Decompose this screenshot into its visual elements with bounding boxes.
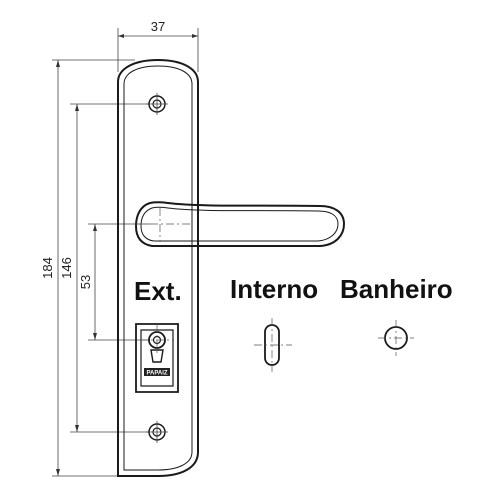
banheiro-round-icon <box>378 320 414 356</box>
screw-spacing-dimension: 146 <box>59 103 150 433</box>
label-banheiro: Banheiro <box>340 274 453 304</box>
width-dimension-value: 37 <box>151 19 165 34</box>
top-screw-icon <box>146 93 168 115</box>
backplate <box>117 58 199 477</box>
bottom-screw-icon <box>146 421 168 443</box>
overall-height-value: 184 <box>40 257 55 279</box>
cylinder-brand-text: PAPAIZ <box>146 371 167 377</box>
cylinder-brand-plate <box>144 368 170 376</box>
overall-height-dimension: 184 <box>40 59 140 477</box>
interno-slot-icon <box>254 318 292 372</box>
cylinder-lock: PAPAIZ <box>135 323 179 393</box>
label-ext: Ext. <box>134 276 182 306</box>
width-dimension: 37 <box>117 19 199 72</box>
screw-spacing-value: 146 <box>59 257 74 279</box>
lever-handle <box>134 201 346 247</box>
label-interno: Interno <box>230 274 318 304</box>
handle-cylinder-value: 53 <box>78 275 93 289</box>
